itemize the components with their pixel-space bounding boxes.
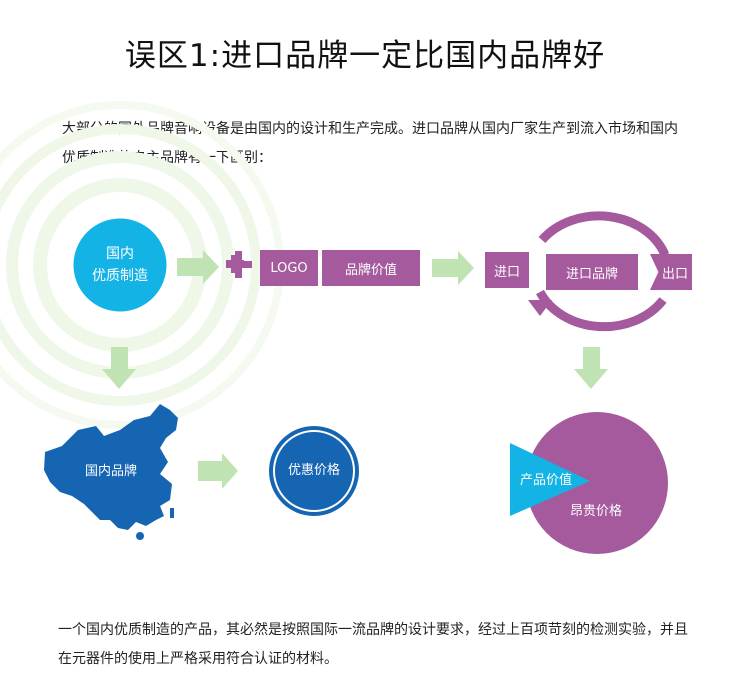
import-box: 进口 [485, 252, 529, 288]
import-brand-box: 进口品牌 [546, 254, 638, 290]
arrow-right-2 [432, 251, 474, 285]
conclusion-paragraph: 一个国内优质制造的产品，其必然是按照国际一流品牌的设计要求，经过上百项苛刻的检测… [58, 622, 688, 667]
china-map-shape [44, 404, 178, 530]
hainan-island [136, 532, 144, 540]
discount-price-circle [269, 426, 359, 516]
arrow-right-3 [198, 453, 238, 489]
domestic-label-line1: 国内 [106, 246, 134, 262]
arrow-right-1 [177, 250, 219, 284]
arrow-down-1 [102, 347, 136, 389]
domestic-circle-label: 国内 优质制造 [78, 243, 162, 287]
product-value-label: 产品价值 [519, 473, 572, 488]
expensive-price-circle [526, 412, 668, 554]
cycle-arc-top [538, 211, 670, 257]
cycle-arrow-head [528, 300, 552, 316]
expensive-price-label: 昂贵价格 [569, 504, 622, 519]
domestic-label-line2: 优质制造 [92, 268, 148, 284]
page-title: 误区1:进口品牌一定比国内品牌好 [124, 38, 606, 74]
export-box-label: 出口 [661, 266, 688, 282]
brand-value-box: 品牌价值 [322, 250, 420, 286]
arrow-down-2 [574, 347, 608, 389]
discount-price-label: 优惠价格 [287, 463, 340, 478]
cycle-arc-bottom [536, 289, 667, 332]
domestic-brand-label: 国内品牌 [84, 464, 137, 479]
domestic-quality-circle [68, 213, 172, 317]
product-value-wedge [510, 443, 590, 516]
logo-box: LOGO [260, 250, 318, 286]
taiwan-island [170, 508, 174, 518]
